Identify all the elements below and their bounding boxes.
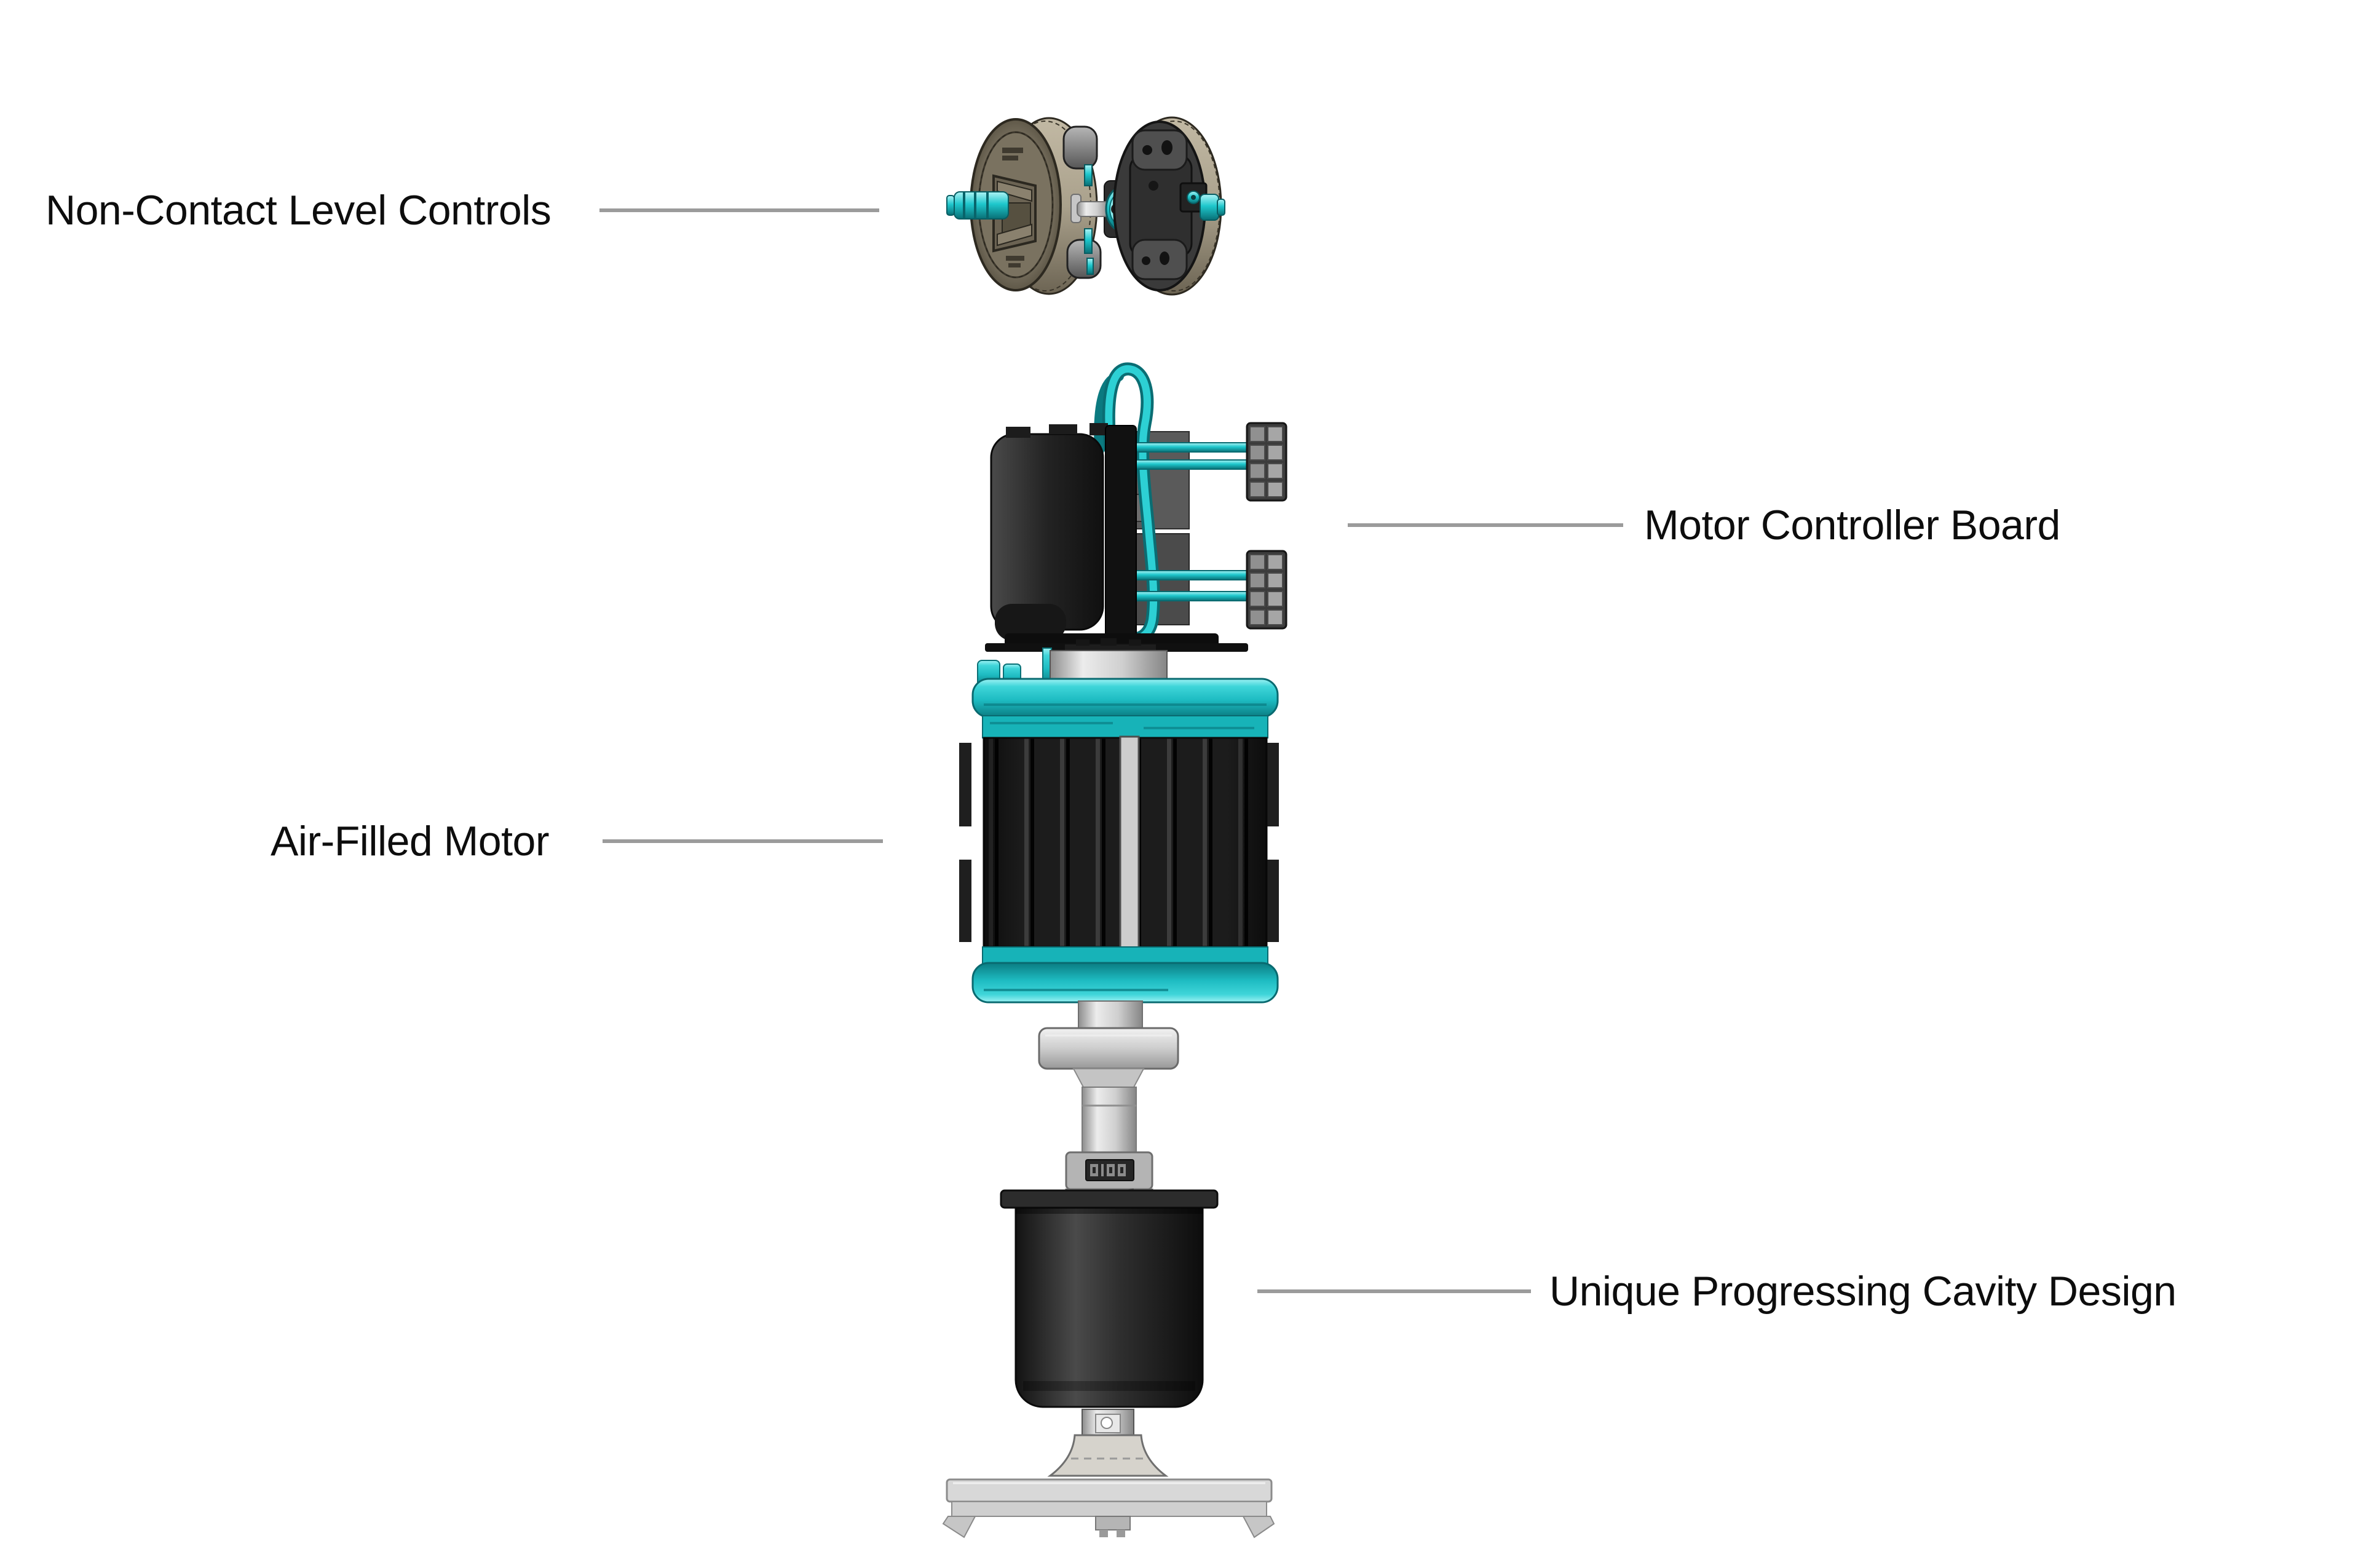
level-control-right-disc — [1113, 116, 1222, 296]
teal-strip — [1084, 228, 1093, 254]
engraved-text-mark — [1002, 148, 1023, 153]
terminal-block-upper — [1246, 422, 1287, 502]
engraved-text-mark — [1006, 256, 1024, 261]
callout-controller-board-text: Motor Controller Board — [1644, 502, 2060, 548]
cavity-top-lip — [1000, 1189, 1219, 1209]
callout-cavity-design-text: Unique Progressing Cavity Design — [1549, 1268, 2177, 1315]
capacitor-housing — [990, 423, 1108, 641]
teal-strip — [1084, 164, 1093, 186]
drive-shaft-assembly — [1038, 1000, 1179, 1207]
engraved-text-mark — [1008, 263, 1021, 267]
leader-line-air-filled-motor — [603, 839, 883, 843]
shaft-column — [1082, 1087, 1137, 1155]
coupler-logo-mark — [1101, 1164, 1104, 1176]
base-foot-right — [1242, 1516, 1275, 1538]
bearing-flange — [1038, 1027, 1179, 1070]
level-controls-assembly — [946, 116, 1225, 296]
base-center-tab — [1095, 1516, 1131, 1530]
motor-fin-body — [959, 735, 1279, 949]
engraved-text-mark — [1002, 156, 1018, 160]
level-control-right-axle — [1200, 194, 1225, 221]
motor-top-hub — [1050, 638, 1168, 681]
leader-line-cavity-design — [1257, 1289, 1531, 1293]
base-foot-left — [942, 1516, 976, 1538]
motor-top-cap — [971, 678, 1279, 738]
callout-cavity-design: Unique Progressing Cavity Design — [1549, 1268, 2177, 1315]
callout-air-filled-motor-text: Air-Filled Motor — [271, 818, 549, 865]
callout-air-filled-motor: Air-Filled Motor — [271, 818, 549, 865]
cavity-pump-assembly — [1000, 1189, 1219, 1477]
lower-bearing — [1082, 1409, 1134, 1436]
motor-assembly — [959, 638, 1279, 1004]
terminal-block-lower — [1246, 550, 1287, 630]
callout-level-controls-text: Non-Contact Level Controls — [45, 187, 552, 234]
motor-center-strip — [1119, 735, 1140, 949]
cavity-housing — [1014, 1206, 1204, 1408]
teal-strip — [1086, 258, 1094, 275]
leader-line-level-controls — [599, 208, 879, 212]
leader-line-controller-board — [1348, 523, 1623, 527]
callout-controller-board: Motor Controller Board — [1644, 502, 2060, 548]
motor-bottom-cap — [971, 946, 1279, 1004]
controller-board-assembly — [985, 362, 1287, 652]
standoff-lug — [1062, 125, 1098, 170]
suction-bell — [1047, 1434, 1169, 1477]
level-control-left-axle — [946, 191, 1009, 220]
callout-level-controls: Non-Contact Level Controls — [45, 187, 552, 234]
base-stand — [942, 1478, 1275, 1538]
